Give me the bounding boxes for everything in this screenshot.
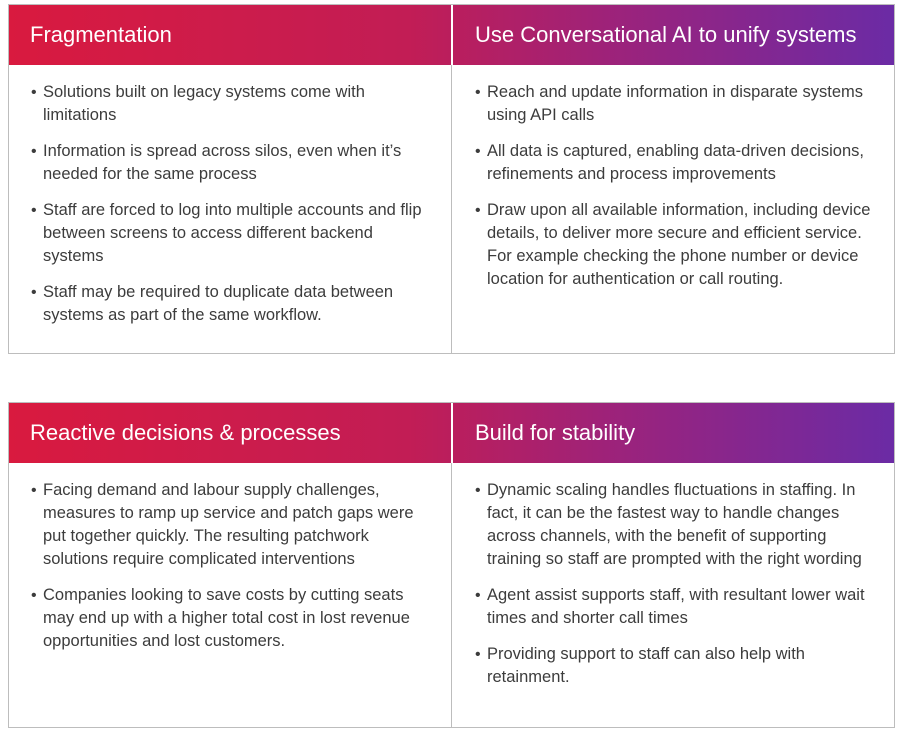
list-item-text: Staff are forced to log into multiple ac…	[43, 201, 422, 265]
bullet-icon: •	[31, 587, 37, 604]
list-item-text: Providing support to staff can also help…	[487, 645, 805, 686]
list-item: • Staff are forced to log into multiple a…	[30, 199, 437, 268]
panel-header-bar: Reactive decisions & processes Build for…	[9, 403, 894, 463]
list-item-text: Draw upon all available information, inc…	[487, 201, 871, 288]
bullet-icon: •	[475, 202, 481, 219]
panel-body: • Facing demand and labour supply challen…	[9, 463, 894, 727]
bullet-icon: •	[475, 84, 481, 101]
right-column: • Dynamic scaling handles fluctuations in…	[451, 463, 894, 727]
list-item-text: Agent assist supports staff, with result…	[487, 586, 865, 627]
bullet-icon: •	[475, 482, 481, 499]
list-item-text: Dynamic scaling handles fluctuations in …	[487, 481, 862, 568]
list-item: • Information is spread across silos, eve…	[30, 140, 437, 186]
bullet-list: • Solutions built on legacy systems come …	[30, 81, 437, 327]
list-item-text: Information is spread across silos, even…	[43, 142, 402, 183]
list-item: • Draw upon all available information, in…	[474, 199, 880, 291]
bullet-icon: •	[31, 202, 37, 219]
right-column-header: Use Conversational AI to unify systems	[451, 5, 894, 65]
right-column: • Reach and update information in dispara…	[451, 65, 894, 353]
comparison-panel-reactive-decisions: Reactive decisions & processes Build for…	[8, 402, 895, 728]
list-item-text: Reach and update information in disparat…	[487, 83, 864, 124]
list-item: • Agent assist supports staff, with resul…	[474, 584, 880, 630]
panel-header-bar: Fragmentation Use Conversational AI to u…	[9, 5, 894, 65]
list-item-text: Companies looking to save costs by cutti…	[43, 586, 410, 650]
list-item: • Staff may be required to duplicate data…	[30, 281, 437, 327]
left-column: • Facing demand and labour supply challen…	[9, 463, 451, 727]
bullet-icon: •	[31, 284, 37, 301]
panel-body: • Solutions built on legacy systems come …	[9, 65, 894, 353]
list-item: • Reach and update information in dispara…	[474, 81, 880, 127]
comparison-panel-fragmentation: Fragmentation Use Conversational AI to u…	[8, 4, 895, 354]
left-column-header: Fragmentation	[30, 22, 172, 47]
list-item: • Solutions built on legacy systems come …	[30, 81, 437, 127]
left-column: • Solutions built on legacy systems come …	[9, 65, 451, 353]
list-item: • All data is captured, enabling data-dri…	[474, 140, 880, 186]
bullet-list: • Facing demand and labour supply challen…	[30, 479, 437, 653]
bullet-icon: •	[475, 143, 481, 160]
list-item-text: Facing demand and labour supply challeng…	[43, 481, 414, 568]
bullet-icon: •	[31, 84, 37, 101]
bullet-icon: •	[475, 646, 481, 663]
bullet-list: • Reach and update information in dispara…	[474, 81, 880, 291]
list-item: • Dynamic scaling handles fluctuations in…	[474, 479, 880, 571]
bullet-icon: •	[31, 143, 37, 160]
list-item-text: All data is captured, enabling data-driv…	[487, 142, 864, 183]
list-item-text: Solutions built on legacy systems come w…	[43, 83, 365, 124]
list-item: • Facing demand and labour supply challen…	[30, 479, 437, 571]
bullet-icon: •	[475, 587, 481, 604]
bullet-list: • Dynamic scaling handles fluctuations in…	[474, 479, 880, 689]
list-item: • Providing support to staff can also hel…	[474, 643, 880, 689]
bullet-icon: •	[31, 482, 37, 499]
right-column-header: Build for stability	[451, 403, 894, 463]
list-item: • Companies looking to save costs by cutt…	[30, 584, 437, 653]
left-column-header: Reactive decisions & processes	[30, 420, 341, 445]
list-item-text: Staff may be required to duplicate data …	[43, 283, 394, 324]
